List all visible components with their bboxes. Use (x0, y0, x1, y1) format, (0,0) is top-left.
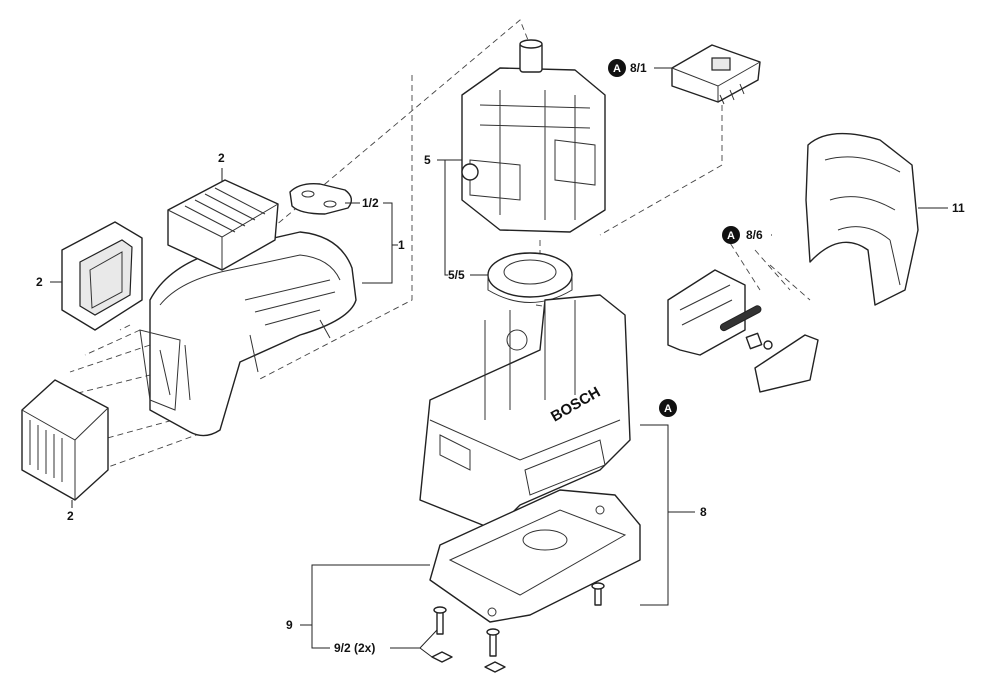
callout-9: 9 (286, 618, 293, 632)
circuit-board-part-8-1 (671, 44, 761, 105)
badge-a-8: A (659, 399, 677, 417)
svg-text:A: A (664, 403, 672, 415)
callout-5: 5 (424, 153, 431, 167)
window-part-2-left (61, 221, 143, 331)
ring-part-5-5 (487, 252, 573, 303)
callout-11: 11 (952, 201, 965, 215)
badge-a-8-6: A (722, 226, 740, 244)
shroud-part-11 (805, 132, 919, 306)
badge-a-8-1: A (608, 59, 626, 77)
callout-8-6: 8/6 (746, 228, 763, 242)
screws-and-feet-part-9-2 (431, 582, 605, 673)
callout-8-1: 8/1 (630, 61, 647, 75)
base-plate-part-9 (429, 489, 641, 623)
callout-5-5: 5/5 (448, 268, 465, 282)
window-part-2-bottom (21, 379, 109, 501)
callout-2-bottom: 2 (67, 509, 74, 523)
leader-lines (50, 67, 948, 658)
laser-module-part-5 (461, 39, 606, 233)
base-housing-part-8: BOSCH (419, 294, 631, 531)
svg-text:A: A (727, 230, 735, 242)
callout-1-2: 1/2 (362, 196, 379, 210)
cover-plate-part-1-2 (289, 182, 353, 215)
callout-9-2: 9/2 (2x) (334, 641, 375, 655)
callout-labels: 2 2 2 1/2 1 5 5/5 8/1 8/6 11 8 9 9/2 (2x… (36, 61, 965, 655)
callout-2-left: 2 (36, 275, 43, 289)
callout-8: 8 (700, 505, 707, 519)
svg-text:A: A (613, 63, 621, 75)
callout-2-top: 2 (218, 151, 225, 165)
window-part-2-top (167, 179, 279, 271)
callout-1: 1 (398, 238, 405, 252)
battery-door-part-8-6 (667, 269, 819, 393)
housing-cover-part-1 (139, 231, 357, 437)
